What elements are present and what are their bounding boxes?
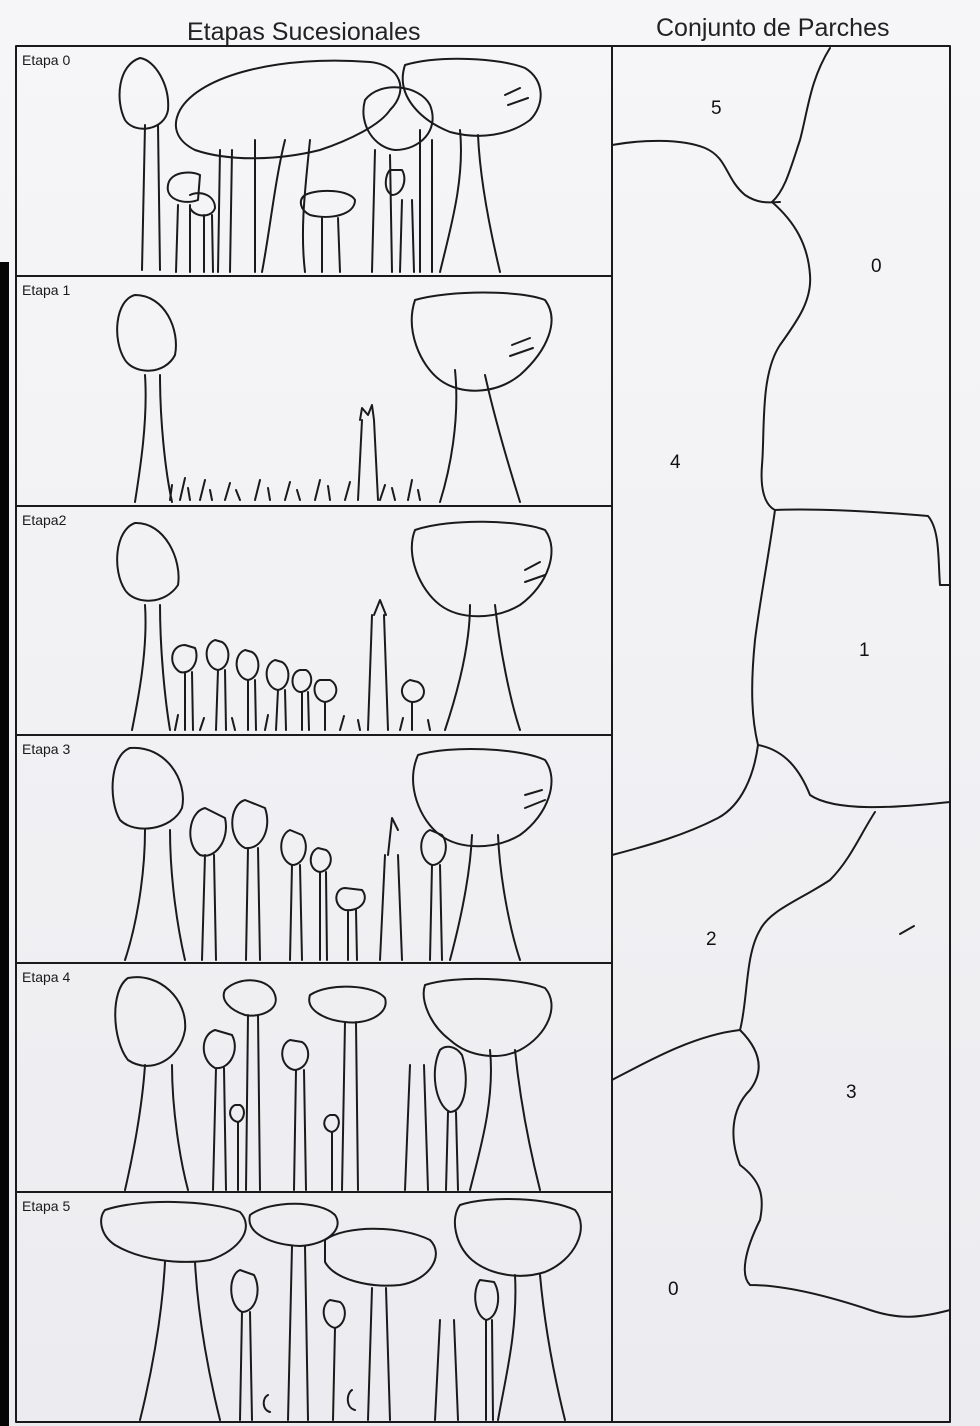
boundary-0-1	[775, 509, 950, 585]
stage-0-illustration	[120, 58, 541, 272]
patch-label-0-bottom: 0	[668, 1279, 679, 1301]
boundary-5-0	[772, 48, 830, 202]
stage-2-illustration	[117, 522, 551, 730]
stage-label-3: Etapa 3	[22, 741, 70, 757]
boundary-2-0	[612, 1030, 740, 1080]
ink-mark	[900, 926, 914, 934]
stage-1-illustration	[117, 293, 551, 503]
boundary-4-0	[762, 202, 811, 510]
boundary-5-4	[612, 141, 780, 203]
patch-label-0-top: 0	[871, 256, 882, 278]
boundary-1-2	[758, 745, 950, 807]
patch-label-5: 5	[711, 98, 722, 120]
boundary-3-0	[733, 1030, 950, 1317]
stage-4-illustration	[115, 977, 551, 1190]
stage-label-0: Etapa 0	[22, 52, 70, 68]
stage-label-4: Etapa 4	[22, 969, 70, 985]
stage-3-illustration	[113, 748, 552, 960]
patch-label-1: 1	[859, 640, 870, 662]
patches-frame	[612, 46, 950, 1422]
stage-label-2: Etapa2	[22, 512, 66, 528]
boundary-2-3	[740, 812, 875, 1030]
patch-label-3: 3	[846, 1082, 857, 1104]
patch-label-2: 2	[706, 929, 717, 951]
stage-label-5: Etapa 5	[22, 1198, 70, 1214]
stage-label-1: Etapa 1	[22, 282, 70, 298]
patch-label-4: 4	[670, 452, 681, 474]
boundary-4-2	[612, 745, 758, 855]
boundary-4-1	[752, 510, 775, 745]
patch-boundaries	[612, 48, 950, 1317]
stage-5-illustration	[101, 1199, 581, 1420]
